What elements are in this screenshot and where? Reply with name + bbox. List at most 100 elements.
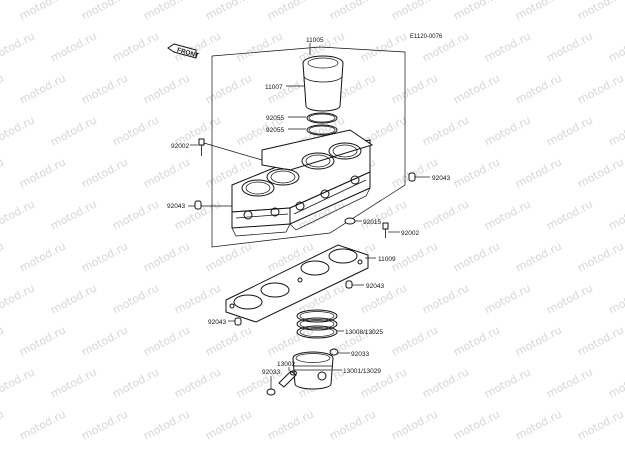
watermark-text: motod.ru bbox=[544, 29, 595, 64]
watermark-text: motod.ru bbox=[327, 0, 378, 23]
label-11007: 11007 bbox=[265, 84, 283, 91]
label-92043-a: 92043 bbox=[167, 203, 185, 210]
watermark-text: motod.ru bbox=[79, 323, 130, 358]
watermark-text: motod.ru bbox=[0, 197, 37, 232]
watermark-text: motod.ru bbox=[110, 281, 161, 316]
watermark-text: motod.ru bbox=[17, 323, 68, 358]
watermark-text: motod.ru bbox=[0, 281, 37, 316]
watermark-text: motod.ru bbox=[17, 239, 68, 274]
dowel-92043-a bbox=[194, 200, 202, 210]
watermark-text: motod.ru bbox=[265, 407, 316, 442]
watermark-text: motod.ru bbox=[110, 365, 161, 400]
watermark-text: motod.ru bbox=[451, 155, 502, 190]
cylinder-liner-11007 bbox=[302, 55, 344, 112]
watermark-text: motod.ru bbox=[451, 239, 502, 274]
watermark-text: motod.ru bbox=[48, 281, 99, 316]
bolt-92002-a bbox=[198, 138, 205, 156]
watermark-text: motod.ru bbox=[606, 281, 625, 316]
watermark-text: motod.ru bbox=[420, 365, 471, 400]
watermark-text: motod.ru bbox=[327, 407, 378, 442]
watermark-text: motod.ru bbox=[203, 323, 254, 358]
label-92033-a: 92033 bbox=[351, 351, 369, 358]
label-13001: 13001/13029 bbox=[343, 368, 381, 375]
watermark-text: motod.ru bbox=[451, 71, 502, 106]
label-92055-b: 92055 bbox=[266, 127, 284, 134]
watermark-text: motod.ru bbox=[17, 0, 68, 23]
watermark-text: motod.ru bbox=[172, 365, 223, 400]
watermark-text: motod.ru bbox=[389, 323, 440, 358]
watermark-text: motod.ru bbox=[451, 407, 502, 442]
label-92055-a: 92055 bbox=[266, 115, 284, 122]
watermark-text: motod.ru bbox=[0, 71, 6, 106]
piston-pin-13002 bbox=[278, 370, 297, 388]
watermark-text: motod.ru bbox=[513, 0, 564, 23]
watermark-text: motod.ru bbox=[358, 29, 409, 64]
watermark-text: motod.ru bbox=[203, 407, 254, 442]
watermark-text: motod.ru bbox=[544, 281, 595, 316]
watermark-text: motod.ru bbox=[141, 155, 192, 190]
watermark-text: motod.ru bbox=[0, 323, 6, 358]
watermark-text: motod.ru bbox=[79, 0, 130, 23]
watermark-text: motod.ru bbox=[389, 71, 440, 106]
watermark-text: motod.ru bbox=[79, 407, 130, 442]
dowel-92043-b bbox=[408, 172, 416, 182]
watermark-text: motod.ru bbox=[17, 407, 68, 442]
watermark-text: motod.ru bbox=[420, 281, 471, 316]
watermark-text: motod.ru bbox=[110, 113, 161, 148]
watermark-text: motod.ru bbox=[575, 407, 625, 442]
watermark-text: motod.ru bbox=[0, 365, 37, 400]
label-13008: 13008/13025 bbox=[345, 329, 383, 336]
watermark-text: motod.ru bbox=[141, 239, 192, 274]
watermark-text: motod.ru bbox=[575, 0, 625, 23]
watermark-text: motod.ru bbox=[575, 239, 625, 274]
watermark-text: motod.ru bbox=[141, 0, 192, 23]
circlip-92033-a bbox=[329, 348, 339, 356]
watermark-text: motod.ru bbox=[451, 0, 502, 23]
watermark-text: motod.ru bbox=[203, 0, 254, 23]
watermark-text: motod.ru bbox=[79, 239, 130, 274]
watermark-text: motod.ru bbox=[389, 239, 440, 274]
watermark-text: motod.ru bbox=[420, 197, 471, 232]
watermark-text: motod.ru bbox=[606, 29, 625, 64]
label-13002: 13002 bbox=[277, 361, 295, 368]
watermark-text: motod.ru bbox=[544, 113, 595, 148]
label-92002-a: 92002 bbox=[171, 143, 189, 150]
circlip-92033-b bbox=[266, 388, 276, 396]
dowel-92043-c bbox=[345, 280, 353, 289]
label-92043-d: 92043 bbox=[208, 319, 226, 326]
watermark-text: motod.ru bbox=[0, 0, 6, 23]
watermark-text: motod.ru bbox=[141, 407, 192, 442]
watermark-text: motod.ru bbox=[48, 113, 99, 148]
label-92033-b: 92033 bbox=[262, 369, 280, 376]
watermark-text: motod.ru bbox=[0, 407, 6, 442]
watermark-text: motod.ru bbox=[420, 113, 471, 148]
watermark-text: motod.ru bbox=[606, 365, 625, 400]
watermark-text: motod.ru bbox=[17, 155, 68, 190]
assembly-frame bbox=[211, 43, 406, 248]
watermark-text: motod.ru bbox=[482, 281, 533, 316]
piston-13001 bbox=[292, 351, 334, 390]
watermark-text: motod.ru bbox=[141, 71, 192, 106]
watermark-text: motod.ru bbox=[17, 71, 68, 106]
watermark-text: motod.ru bbox=[451, 323, 502, 358]
o-ring-92055-b bbox=[306, 124, 338, 136]
watermark-text: motod.ru bbox=[0, 113, 37, 148]
label-92002-b: 92002 bbox=[401, 230, 419, 237]
watermark-text: motod.ru bbox=[513, 155, 564, 190]
piston-rings-13008 bbox=[296, 309, 338, 339]
watermark-text: motod.ru bbox=[0, 29, 37, 64]
watermark-text: motod.ru bbox=[389, 0, 440, 23]
watermark-text: motod.ru bbox=[172, 281, 223, 316]
label-92043-b: 92043 bbox=[432, 175, 450, 182]
label-11005: 11005 bbox=[306, 37, 324, 44]
watermark-text: motod.ru bbox=[0, 155, 6, 190]
watermark-text: motod.ru bbox=[234, 29, 285, 64]
watermark-text: motod.ru bbox=[482, 365, 533, 400]
watermark-text: motod.ru bbox=[544, 197, 595, 232]
watermark-text: motod.ru bbox=[389, 407, 440, 442]
watermark-text: motod.ru bbox=[482, 113, 533, 148]
o-ring-92055-a bbox=[306, 112, 338, 124]
label-11009: 11009 bbox=[378, 256, 396, 263]
watermark-text: motod.ru bbox=[575, 155, 625, 190]
